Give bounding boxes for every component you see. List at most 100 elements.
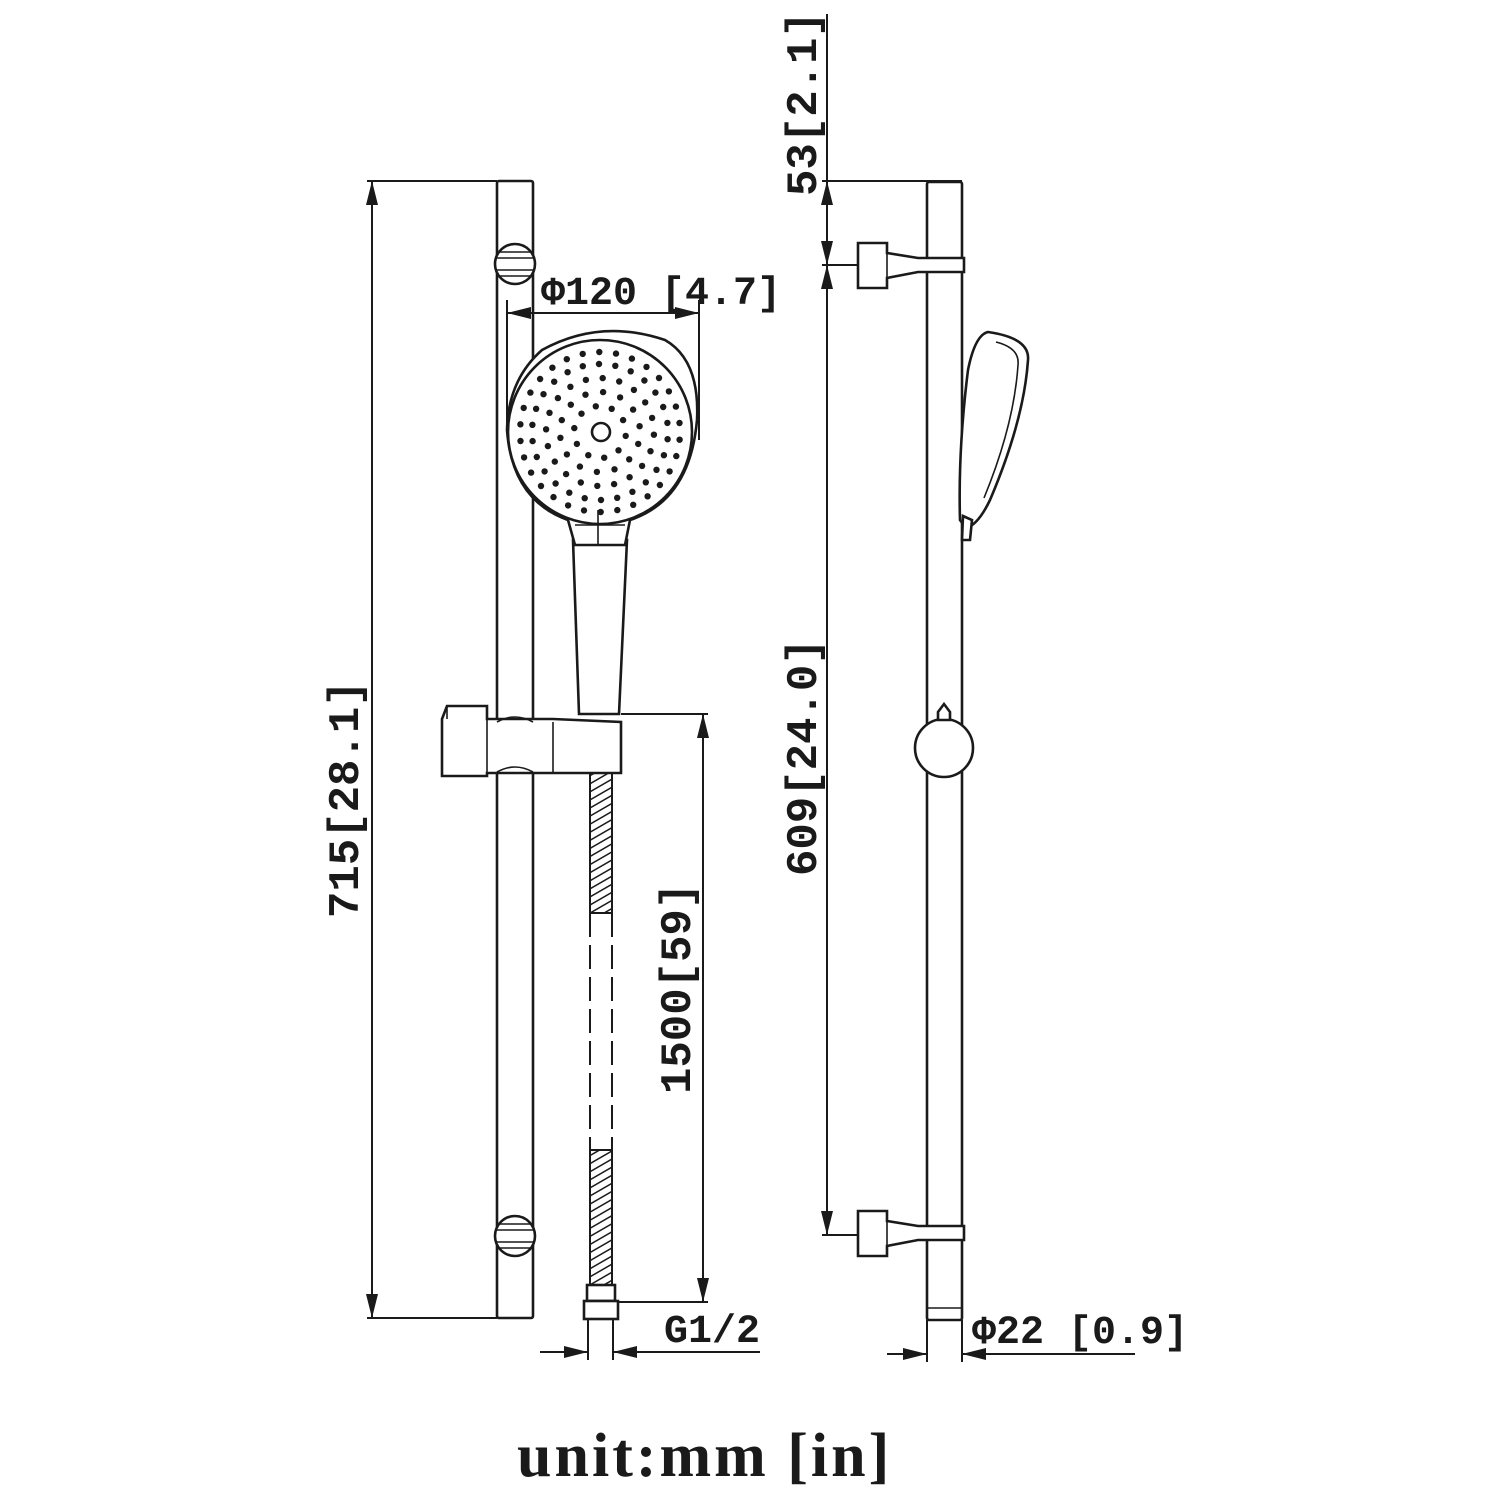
nozzle-dot [597, 508, 604, 516]
nozzle-dot [653, 466, 660, 473]
dim-top-offset: 53[2.1] [780, 11, 962, 266]
nozzle-dot [537, 482, 545, 490]
nozzle-dot [630, 501, 637, 508]
side-view: 53[2.1] 609[24.0] Φ22 [0.9] [780, 11, 1188, 1362]
nozzle-dot [579, 350, 586, 358]
nozzle-dot [585, 452, 592, 459]
nozzle-dot [562, 470, 570, 478]
head-diameter-label: Φ120 [4.7] [541, 272, 781, 317]
nozzle-dot [579, 363, 586, 370]
dim-thread: G1/2 [540, 1310, 760, 1358]
nozzle-dot [573, 440, 581, 448]
nozzle-dot [564, 502, 572, 509]
nozzle-dot [644, 493, 651, 500]
nozzle-dot [664, 436, 671, 443]
nozzle-dot [643, 363, 650, 371]
nozzle-dot [608, 405, 615, 412]
nozzle-dot [520, 404, 527, 412]
nozzle-dot [650, 431, 658, 438]
nozzle-dot [615, 447, 622, 454]
front-view: 715[28.1] Φ120 [4.7] 1500[59] G1/2 [322, 179, 781, 1360]
thread-label: G1/2 [664, 1310, 760, 1355]
nozzle-dot [595, 360, 603, 368]
nozzle-dot [647, 448, 654, 455]
nozzle-dot [581, 495, 588, 502]
dim-bracket-spacing: 609[24.0] [780, 265, 858, 1236]
dim-rail-diameter: Φ22 [0.9] [887, 1311, 1188, 1362]
front-handset-handle [571, 538, 629, 716]
nozzle-dot [642, 479, 649, 486]
nozzle-dot [616, 394, 624, 401]
nozzle-dot [614, 506, 621, 514]
nozzle-dot [622, 432, 629, 440]
nozzle-dot [578, 410, 585, 417]
nozzle-dot [567, 383, 574, 390]
nozzle-dot [666, 468, 673, 475]
nozzle-dot [610, 480, 618, 488]
nozzle-dot [612, 362, 619, 369]
nozzle-dot [593, 468, 601, 476]
front-hose [582, 772, 620, 1360]
nozzle-dot [630, 386, 638, 394]
front-upper-mount [493, 242, 537, 286]
nozzle-dot [601, 454, 608, 461]
nozzle-dot [577, 479, 584, 486]
nozzle-dot [529, 437, 536, 445]
nozzle-dot [563, 451, 571, 458]
nozzle-dot [527, 469, 535, 476]
nozzle-dot [536, 375, 544, 383]
nozzle-dot [599, 374, 606, 382]
nozzle-dot [552, 480, 559, 487]
dim-rail-height: 715[28.1] [322, 180, 497, 1319]
side-upper-bracket [856, 241, 966, 290]
nozzle-dot [563, 356, 570, 363]
nozzle-dot [648, 414, 656, 422]
nozzle-dot [540, 391, 547, 398]
nozzle-dot [557, 434, 564, 441]
nozzle-dot [652, 389, 659, 396]
nozzle-dot [629, 488, 636, 495]
bracket-spacing-label: 609[24.0] [780, 638, 830, 876]
nozzle-dot [566, 489, 573, 496]
nozzle-dot [660, 403, 667, 411]
nozzle-dot [638, 462, 646, 470]
nozzle-dot [582, 391, 589, 398]
nozzle-dot [627, 368, 634, 375]
nozzle-dot [592, 403, 599, 410]
nozzle-dot [558, 416, 565, 424]
rail-height-label: 715[28.1] [322, 680, 372, 918]
nozzle-dot [636, 423, 643, 430]
nozzle-dot [582, 376, 590, 384]
nozzle-dot [629, 406, 637, 413]
side-lower-bracket [856, 1209, 966, 1258]
dim-head-diameter: Φ120 [4.7] [506, 272, 781, 440]
nozzle-dot [655, 374, 663, 382]
hose-length-label: 1500[59] [654, 883, 704, 1094]
nozzle-dot [529, 421, 536, 428]
nozzle-dot [549, 364, 556, 371]
nozzle-dot [676, 436, 683, 443]
nozzle-dot [641, 377, 648, 384]
side-slider-knob [913, 701, 975, 779]
nozzle-dot [635, 440, 642, 448]
nozzle-dot [576, 463, 584, 470]
nozzle-dot [517, 437, 524, 445]
nozzle-dot [673, 452, 680, 460]
nozzle-dot [665, 388, 673, 395]
nozzle-dot [628, 355, 636, 362]
nozzle-dot [612, 350, 620, 357]
rail-diameter-label: Φ22 [0.9] [972, 1311, 1188, 1356]
nozzle-dot [551, 378, 558, 385]
nozzle-dot [599, 388, 607, 396]
nozzle-dot [550, 493, 557, 501]
dim-hose-length: 1500[59] [618, 713, 709, 1303]
nozzle-dot [551, 458, 558, 465]
nozzle-dot [554, 394, 562, 402]
nozzle-dot [626, 474, 633, 481]
nozzle-dot [616, 378, 623, 385]
nozzle-dot [541, 468, 548, 475]
nozzle-dot [564, 369, 571, 376]
front-slider-holder [440, 704, 623, 778]
nozzle-dot [580, 507, 588, 514]
